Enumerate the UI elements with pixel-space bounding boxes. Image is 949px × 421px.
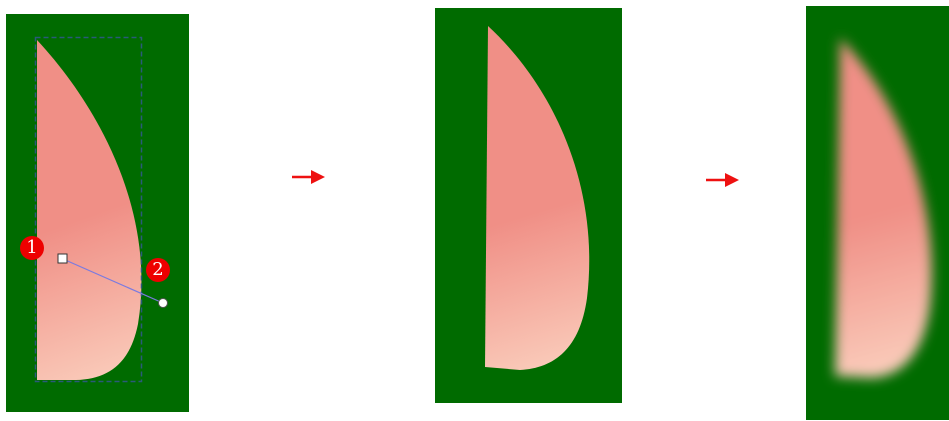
gradient-start-handle[interactable] [58,254,67,263]
step-3-blurred-panel [806,6,949,420]
step-2-gradient-applied-panel [435,8,622,403]
step-2-canvas [435,8,622,403]
right-arrow-icon [291,169,327,185]
step-marker-1: 1 [20,236,44,260]
step-1-gradient-editing-panel [6,14,189,412]
right-arrow-icon [705,172,741,188]
gradient-end-handle[interactable] [159,299,168,308]
step-1-canvas [6,14,189,412]
step-3-canvas [806,6,949,420]
step-marker-2: 2 [146,258,170,282]
